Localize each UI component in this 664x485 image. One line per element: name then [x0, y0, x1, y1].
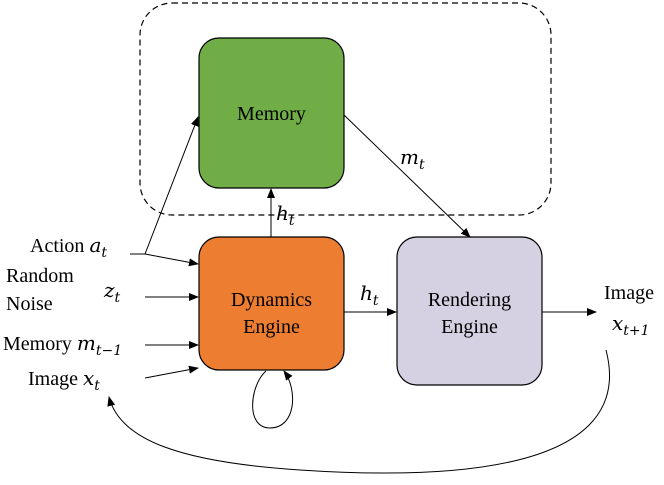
label-h-t-up: ht	[276, 201, 295, 229]
input-image-label: Image xt	[28, 366, 100, 394]
dynamics-engine-node: Dynamics Engine	[198, 236, 345, 371]
input-action-label: Action at	[30, 233, 107, 261]
input-noise-symbol: zt	[103, 278, 121, 306]
edge-output-feedback	[107, 349, 610, 474]
input-memory-prev-label: Memory mt−1	[3, 331, 122, 359]
edge-action-to-memory	[130, 116, 199, 255]
rendering-engine-box	[396, 236, 543, 386]
memory-node: Memory	[198, 37, 345, 189]
output-image-label: Image	[604, 282, 654, 304]
dynamics-engine-label-line1: Dynamics	[231, 289, 312, 311]
label-h-t-right: ht	[360, 281, 379, 309]
rendering-engine-label-line2: Engine	[441, 316, 498, 338]
edge-action-to-dynamics	[144, 253, 199, 267]
rendering-engine-node: Rendering Engine	[396, 236, 543, 386]
edge-memory-to-rendering	[343, 114, 471, 238]
memory-node-label: Memory	[237, 103, 306, 125]
output-image-symbol: xt+1	[612, 311, 650, 339]
label-m-t: mt	[400, 145, 425, 173]
edge-dynamics-self-loop	[252, 370, 294, 429]
input-noise-label-line1: Random	[6, 265, 74, 287]
memory-region-outline	[139, 2, 552, 216]
edge-image-to-dynamics	[144, 365, 199, 379]
input-noise-label-line2: Noise	[6, 293, 53, 315]
rendering-engine-label-line1: Rendering	[428, 289, 511, 311]
dynamics-engine-label-line2: Engine	[243, 316, 300, 338]
